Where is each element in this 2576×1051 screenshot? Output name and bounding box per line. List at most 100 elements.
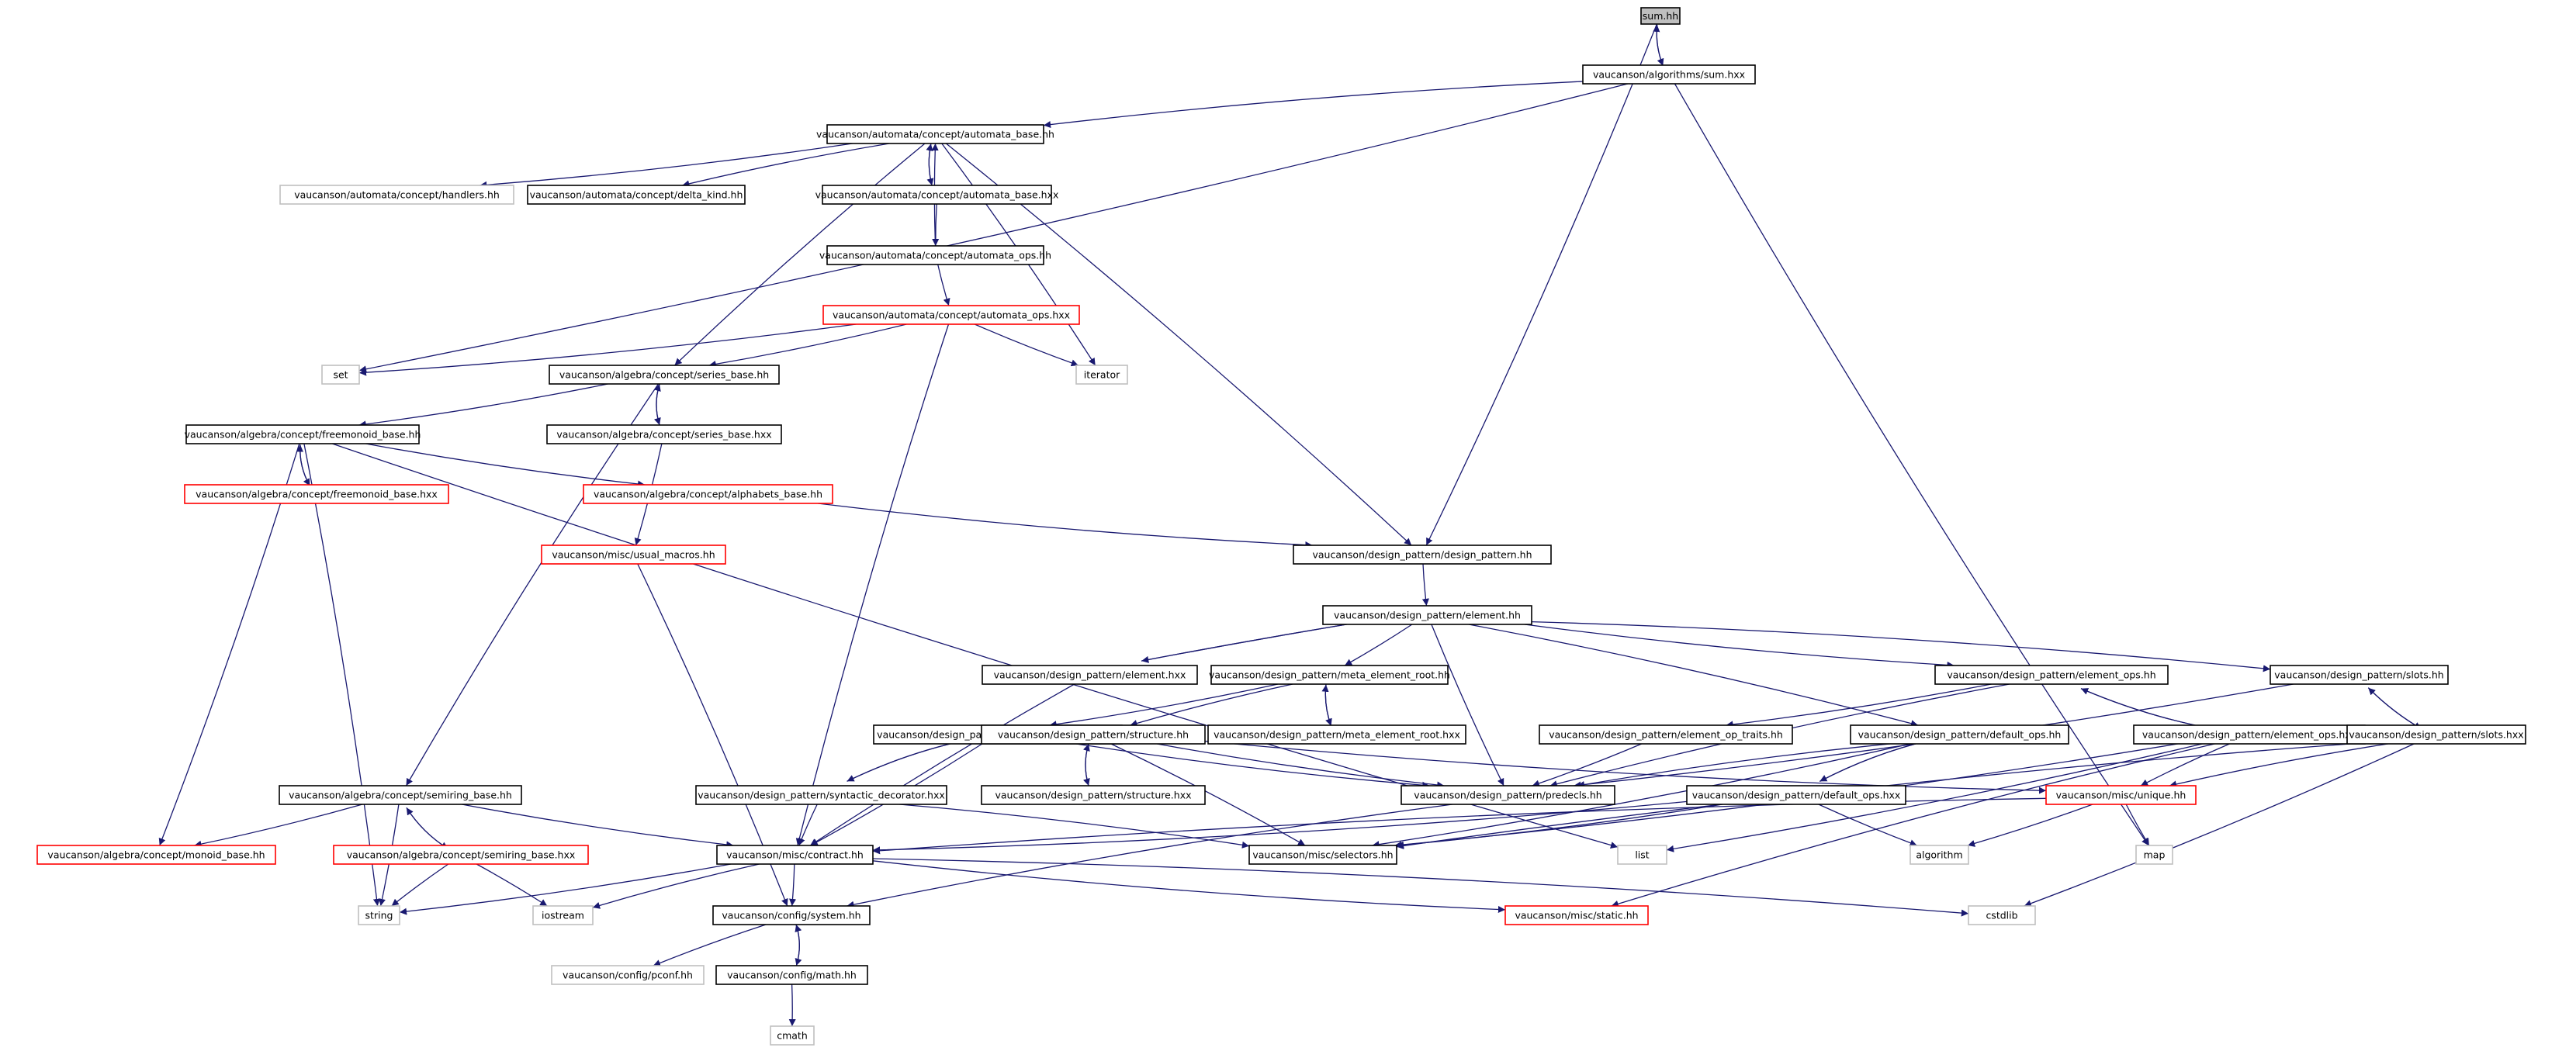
node-label: string <box>365 910 393 921</box>
node-label: vaucanson/automata/concept/automata_ops.… <box>819 250 1051 261</box>
node-cmath[interactable]: cmath <box>770 1025 815 1046</box>
node-label: vaucanson/design_pattern/default_ops.hh <box>1858 729 2062 741</box>
node-aut-ops-hxx[interactable]: vaucanson/automata/concept/automata_ops.… <box>822 305 1080 325</box>
node-label: vaucanson/design_pattern/element.hxx <box>994 669 1186 681</box>
node-box <box>532 905 594 925</box>
node-set[interactable]: set <box>321 365 360 385</box>
edge-contract-to-iostream <box>592 863 760 909</box>
node-synt-dec-hxx[interactable]: vaucanson/design_pattern/syntactic_decor… <box>695 785 947 805</box>
edge-semiring_hxx-to-iostream <box>476 863 548 907</box>
node-label: vaucanson/design_pattern/meta_element_ro… <box>1214 729 1460 741</box>
edge-semiring_hxx-to-string <box>391 863 449 907</box>
node-alphabets[interactable]: vaucanson/algebra/concept/alphabets_base… <box>583 484 833 504</box>
node-semiring-hxx[interactable]: vaucanson/algebra/concept/semiring_base.… <box>333 845 589 865</box>
node-default-ops-hh[interactable]: vaucanson/design_pattern/default_ops.hh <box>1850 724 2069 745</box>
node-structure-hh[interactable]: vaucanson/design_pattern/structure.hh <box>981 724 1206 745</box>
node-list[interactable]: list <box>1617 845 1667 865</box>
node-aut-base-hh[interactable]: vaucanson/automata/concept/automata_base… <box>816 124 1054 144</box>
node-static-hh[interactable]: vaucanson/misc/static.hh <box>1504 905 1649 925</box>
node-element-hxx[interactable]: vaucanson/design_pattern/element.hxx <box>982 665 1198 685</box>
node-label: vaucanson/algebra/concept/semiring_base.… <box>347 849 576 861</box>
node-box <box>321 365 360 385</box>
node-slots-hh[interactable]: vaucanson/design_pattern/slots.hh <box>2270 665 2449 685</box>
node-slots-hxx[interactable]: vaucanson/design_pattern/slots.hxx <box>2346 724 2526 745</box>
node-box <box>981 785 1206 805</box>
node-usual-macros[interactable]: vaucanson/misc/usual_macros.hh <box>541 545 726 565</box>
node-box <box>826 245 1044 265</box>
node-box <box>333 845 589 865</box>
edge-aut_ops_hxx-to-contract <box>795 323 950 846</box>
node-cstdlib[interactable]: cstdlib <box>1968 905 2036 925</box>
node-freemonoid-hxx[interactable]: vaucanson/algebra/concept/freemonoid_bas… <box>184 484 449 504</box>
node-label: iterator <box>1084 369 1120 381</box>
node-map[interactable]: map <box>2135 845 2173 865</box>
node-meta-root-hxx[interactable]: vaucanson/design_pattern/meta_element_ro… <box>1207 724 1466 745</box>
node-label: vaucanson/design_pattern/design_pattern.… <box>1312 549 1532 561</box>
node-iterator[interactable]: iterator <box>1075 365 1128 385</box>
node-label: vaucanson/algebra/concept/series_base.hh <box>559 369 769 381</box>
node-label: vaucanson/config/math.hh <box>727 970 857 981</box>
node-math-hh[interactable]: vaucanson/config/math.hh <box>715 965 868 985</box>
node-system-hh[interactable]: vaucanson/config/system.hh <box>712 905 871 925</box>
edge-alphabets-to-design_pattern <box>818 503 1313 549</box>
node-label: set <box>333 369 348 381</box>
edge-element_hh-to-meta_root_hh <box>1344 624 1413 666</box>
node-predecls[interactable]: vaucanson/design_pattern/predecls.hh <box>1401 785 1615 805</box>
edge-synt_dec_hxx-to-contract <box>798 804 818 846</box>
node-box <box>1207 724 1466 745</box>
node-semiring-hh[interactable]: vaucanson/algebra/concept/semiring_base.… <box>279 785 522 805</box>
node-box <box>712 905 871 925</box>
node-pconf[interactable]: vaucanson/config/pconf.hh <box>551 965 705 985</box>
node-label: vaucanson/automata/concept/automata_base… <box>815 189 1059 201</box>
edge-design_pattern-to-element_hh <box>1421 563 1429 607</box>
node-box <box>1293 545 1552 565</box>
node-element-hh[interactable]: vaucanson/design_pattern/element.hh <box>1322 605 1532 625</box>
node-series-base-hh[interactable]: vaucanson/algebra/concept/series_base.hh <box>549 365 780 385</box>
edge-sum_hxx-to-aut_base_hh <box>1043 81 1584 129</box>
edge-series_base_hxx-to-series_base_hh <box>653 383 661 426</box>
node-meta-root-hh[interactable]: vaucanson/design_pattern/meta_element_ro… <box>1209 665 1450 685</box>
edge-default_ops_hh-to-predecls <box>1577 743 1891 788</box>
node-label: vaucanson/automata/concept/automata_base… <box>816 129 1054 140</box>
node-monoid-base[interactable]: vaucanson/algebra/concept/monoid_base.hh <box>36 845 276 865</box>
edge-unique_hh-to-contract <box>872 797 2047 855</box>
node-series-base-hxx[interactable]: vaucanson/algebra/concept/series_base.hx… <box>546 424 782 444</box>
edge-semiring_hxx-to-semiring_hh <box>406 807 448 849</box>
node-label: list <box>1635 849 1649 861</box>
node-label: vaucanson/design_pattern/element_ops.hxx <box>2142 729 2356 741</box>
node-box <box>2133 724 2366 745</box>
node-label: vaucanson/algebra/concept/freemonoid_bas… <box>196 489 438 500</box>
edge-aut_ops_hh-to-aut_ops_hxx <box>937 264 950 306</box>
node-box <box>1401 785 1615 805</box>
node-box <box>546 424 782 444</box>
edge-element_hxx-to-element_hh <box>1141 617 1374 662</box>
edge-contract-to-system_hh <box>789 863 797 907</box>
node-element-ops-hh[interactable]: vaucanson/design_pattern/element_ops.hh <box>1934 665 2169 685</box>
node-op-traits[interactable]: vaucanson/design_pattern/element_op_trai… <box>1539 724 1793 745</box>
node-iostream[interactable]: iostream <box>532 905 594 925</box>
node-algorithm[interactable]: algorithm <box>1909 845 1969 865</box>
edge-freemonoid_hh-to-string <box>303 443 381 907</box>
node-aut-ops-hh[interactable]: vaucanson/automata/concept/automata_ops.… <box>819 245 1051 265</box>
node-sum-hxx[interactable]: vaucanson/algorithms/sum.hxx <box>1582 64 1756 85</box>
node-label: vaucanson/design_pattern/predecls.hh <box>1414 790 1601 801</box>
node-element-ops-hxx[interactable]: vaucanson/design_pattern/element_ops.hxx <box>2133 724 2366 745</box>
node-box <box>1322 605 1532 625</box>
node-handlers[interactable]: vaucanson/automata/concept/handlers.hh <box>279 185 514 205</box>
node-delta-kind[interactable]: vaucanson/automata/concept/delta_kind.hh <box>527 185 746 205</box>
node-sum-hh[interactable]: sum.hh <box>1640 7 1681 25</box>
node-contract[interactable]: vaucanson/misc/contract.hh <box>716 845 874 865</box>
node-string[interactable]: string <box>358 905 400 925</box>
node-label: vaucanson/design_pattern/structure.hh <box>998 729 1189 741</box>
node-freemonoid-hh[interactable]: vaucanson/algebra/concept/freemonoid_bas… <box>185 424 421 444</box>
node-selectors[interactable]: vaucanson/misc/selectors.hh <box>1248 845 1397 865</box>
nodes-layer: sum.hh vaucanson/algorithms/sum.hxx vaucan… <box>36 7 2526 1046</box>
edge-synt_dec_hh-to-synt_dec_hxx <box>847 738 970 782</box>
node-label: vaucanson/algebra/concept/series_base.hx… <box>556 429 771 441</box>
node-design-pattern[interactable]: vaucanson/design_pattern/design_pattern.… <box>1293 545 1552 565</box>
node-default-ops-hxx[interactable]: vaucanson/design_pattern/default_ops.hxx <box>1686 785 1906 805</box>
node-unique-hh[interactable]: vaucanson/misc/unique.hh <box>2045 785 2197 805</box>
node-label: vaucanson/design_pattern/element_ops.hh <box>1947 669 2155 681</box>
node-aut-base-hxx[interactable]: vaucanson/automata/concept/automata_base… <box>815 185 1059 205</box>
node-structure-hxx[interactable]: vaucanson/design_pattern/structure.hxx <box>981 785 1206 805</box>
